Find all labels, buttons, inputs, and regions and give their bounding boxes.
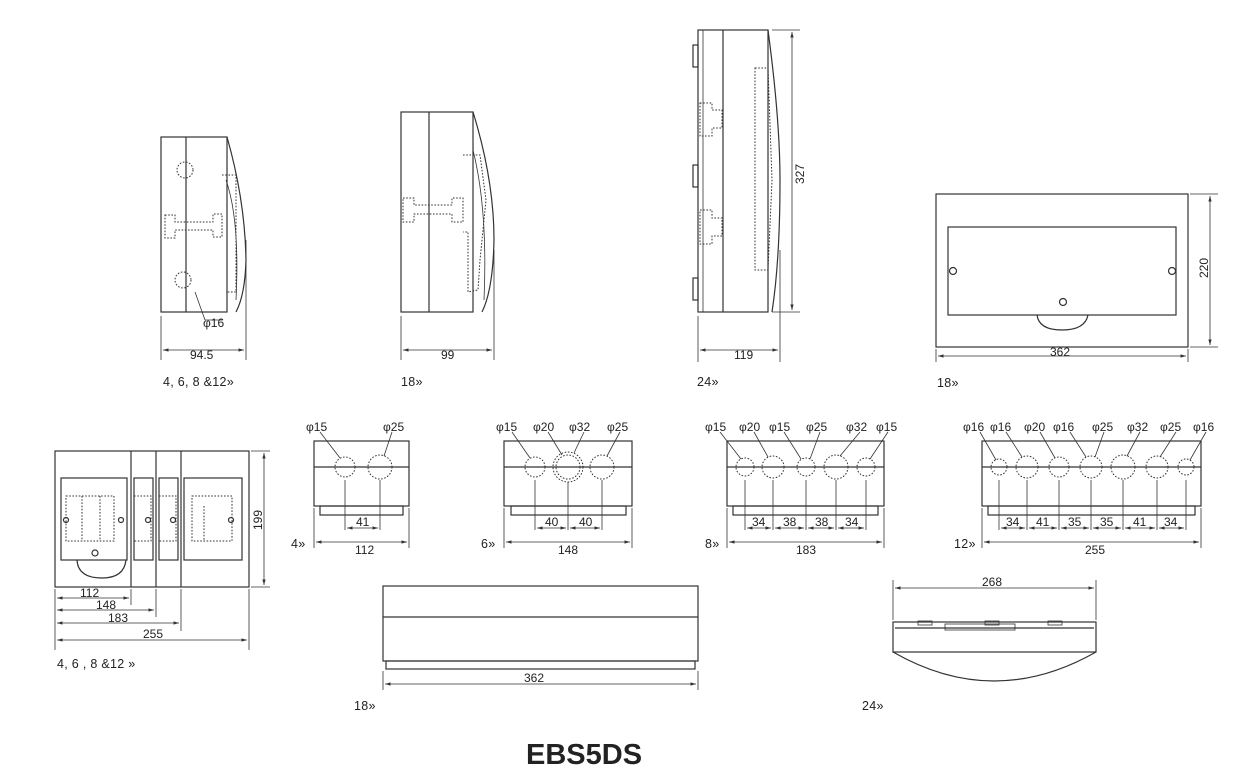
top6-spacing-2: 40 [579,515,593,529]
top8-hole-2: φ20 [739,420,760,434]
top8-spacing-1: 34 [752,515,766,529]
top6-hole-3: φ32 [569,420,590,434]
top6-spacing-1: 40 [545,515,559,529]
top12-spacing-5: 41 [1133,515,1147,529]
top12-hole-6: φ32 [1127,420,1148,434]
top12-hole-5: φ25 [1092,420,1113,434]
top8-hole-4: φ25 [806,420,827,434]
front-multi-width-148: 148 [96,598,116,612]
top4-total: 112 [355,543,374,557]
top12-hole-1: φ16 [963,420,984,434]
front-18-height-dim: 220 [1197,258,1211,278]
drawing-title: EBS5DS [526,739,642,771]
front-view-multi: 199 112 148 183 255 4, 6 , 8 &12 » [54,450,270,671]
top12-spacing-2: 41 [1036,515,1050,529]
top6-caption: 6» [481,537,496,551]
bottom-view-24: 268 24» [862,575,1097,713]
bottom24-caption: 24» [862,699,884,713]
top12-spacing-3: 35 [1068,515,1082,529]
bottom24-width-dim: 268 [982,575,1002,589]
side-view-mid: 99 18» [400,111,495,389]
front-18-width-dim: 362 [1050,345,1070,359]
front-multi-width-255: 255 [143,627,163,641]
bottom-view-18: 362 18» [354,585,699,713]
side-tall-height-dim: 327 [793,164,807,184]
top8-spacing-3: 38 [815,515,829,529]
top8-hole-5: φ32 [846,420,867,434]
top8-spacing-2: 38 [783,515,797,529]
top8-hole-1: φ15 [705,420,726,434]
top12-spacing-1: 34 [1006,515,1020,529]
top-view-12: φ16 φ16 φ20 φ16 φ25 φ32 φ25 φ16 34 41 35… [954,420,1214,557]
top4-hole-1: φ15 [306,420,327,434]
side-mid-caption: 18» [401,375,423,389]
top6-hole-1: φ15 [496,420,517,434]
top8-total: 183 [796,543,816,557]
front-18-caption: 18» [937,376,959,390]
top12-hole-2: φ16 [990,420,1011,434]
front-multi-width-112: 112 [80,586,99,600]
top4-hole-2: φ25 [383,420,404,434]
top8-spacing-4: 34 [845,515,859,529]
side-tall-caption: 24» [697,375,719,389]
top6-hole-4: φ25 [607,420,628,434]
top4-spacing-1: 41 [356,515,370,529]
side-small-hole-dim: φ16 [203,316,224,330]
side-mid-width-dim: 99 [441,348,455,362]
side-view-tall: 327 119 24» [692,29,807,389]
top12-spacing-4: 35 [1100,515,1114,529]
top12-hole-7: φ25 [1160,420,1181,434]
top12-caption: 12» [954,537,976,551]
side-view-small: φ16 94.5 4, 6, 8 &12» [160,136,247,389]
side-tall-width-dim: 119 [734,348,753,362]
top6-total: 148 [558,543,578,557]
front-multi-height-dim: 199 [251,510,265,530]
front-view-18: 220 362 18» [935,193,1218,390]
top12-hole-8: φ16 [1193,420,1214,434]
top12-spacing-6: 34 [1164,515,1178,529]
bottom18-caption: 18» [354,699,376,713]
top12-hole-3: φ20 [1024,420,1045,434]
top8-hole-6: φ15 [876,420,897,434]
top12-total: 255 [1085,543,1105,557]
bottom18-width-dim: 362 [524,671,544,685]
top4-caption: 4» [291,537,306,551]
side-small-width-dim: 94.5 [190,348,214,362]
top8-caption: 8» [705,537,720,551]
top12-hole-4: φ16 [1053,420,1074,434]
top-view-8: φ15 φ20 φ15 φ25 φ32 φ15 34 38 38 34 183 … [705,420,897,557]
top8-hole-3: φ15 [769,420,790,434]
side-small-caption: 4, 6, 8 &12» [163,375,234,389]
top-view-6: φ15 φ20 φ32 φ25 40 40 148 6» [481,420,633,557]
front-multi-width-183: 183 [108,611,128,625]
top6-hole-2: φ20 [533,420,554,434]
front-multi-caption: 4, 6 , 8 &12 » [57,657,136,671]
top-view-4: φ15 φ25 41 112 4» [291,420,410,557]
